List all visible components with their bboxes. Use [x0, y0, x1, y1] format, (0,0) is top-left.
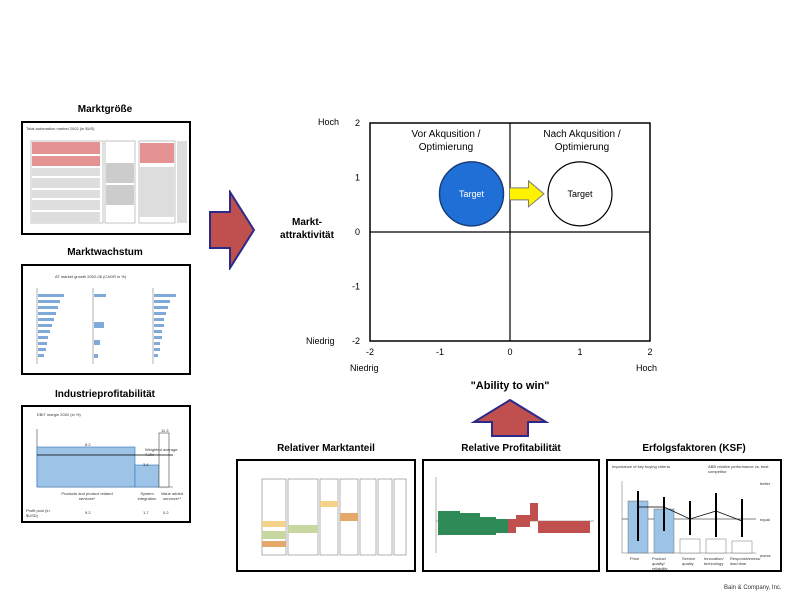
target-before-marker [438, 161, 505, 227]
target-after-label: Target [567, 189, 593, 199]
credit-line: Bain & Company, Inc. [724, 585, 782, 591]
ebit-value-services: 11.3 [161, 428, 169, 433]
y-niedrig-label: Niedrig [306, 336, 335, 346]
ebit-value-products: 8.2 [85, 442, 91, 447]
ksf-cat-quality: Product quality/ reliability [652, 556, 668, 571]
x-hoch-label: Hoch [636, 363, 658, 373]
ebit-cat-system: System integration [137, 491, 157, 501]
ksf-cat-price: Price [630, 556, 640, 561]
ksf-cat-service: Service quality [682, 556, 696, 566]
ksf-worse: worse [760, 553, 771, 558]
ebit-value-system: 3.6 [143, 462, 149, 467]
y-axis-label: Markt- attraktivität [280, 217, 334, 241]
ebit-pool-services: 0.2 [163, 510, 169, 515]
marktgroesse-title: Marktgröße [77, 104, 133, 115]
improvement-arrow [509, 179, 545, 208]
x-axis-label: "Ability to win" [470, 380, 550, 392]
ksf-left-caption: Importance of key buying criteria [612, 464, 670, 469]
x-tick-label: 1 [577, 347, 582, 357]
ebit-cat-services: Value added services** [160, 491, 184, 501]
marktwachstum-mini-chart [36, 288, 176, 364]
marktwachstum-subtitle: AT market growth 2002-06 (CAGR in %) [55, 274, 127, 279]
ebit-mini-chart [36, 429, 173, 488]
x-niedrig-label: Niedrig [350, 363, 379, 373]
marktgroesse-thumbnail: Total automation market 2002 (in $US) [21, 121, 191, 235]
target-before-label: Target [459, 189, 485, 199]
erfolgsfaktoren-thumbnail: Importance of key buying criteria ABB re… [606, 459, 782, 572]
ksf-mini-chart [621, 481, 756, 554]
profitabilitaet-mini-chart [435, 477, 594, 553]
ebit-pool-system: 1.7 [143, 510, 149, 515]
erfolgsfaktoren-title: Erfolgsfaktoren (KSF) [642, 443, 746, 454]
industrieprofitabilitaet-thumbnail: EBIT margin 2002 (in %) 8.2 3.6 11.3 Wei… [21, 405, 191, 523]
ksf-cat-responsiveness: Responsiveness/ lead time [730, 556, 761, 566]
y-tick-label: 1 [355, 173, 360, 183]
marktwachstum-title: Marktwachstum [67, 247, 143, 258]
y-tick-label: 0 [355, 227, 360, 237]
ksf-cat-innovation: Innovation/ technology [704, 556, 724, 566]
quadrant-left-title: Vor Akqusition / Optimierung [411, 129, 481, 153]
left-to-matrix-arrow [209, 190, 256, 270]
x-tick-label: 2 [647, 347, 652, 357]
ebit-cat-products: Products and product related services* [61, 491, 113, 501]
y-tick-label: -1 [352, 282, 360, 292]
relative-profitabilitaet-title: Relative Profitabilität [461, 443, 561, 454]
marktgroesse-subtitle: Total automation market 2002 (in $US) [26, 126, 95, 131]
x-tick-label: -1 [436, 347, 444, 357]
y-tick-label: 2 [355, 118, 360, 128]
x-tick-label: -2 [366, 347, 374, 357]
ebit-profit-pool-label: Profit pool (in $USD) [26, 508, 50, 518]
x-tick-label: 0 [507, 347, 512, 357]
marktanteil-mini-chart [261, 478, 407, 556]
bottom-to-matrix-arrow [470, 398, 550, 437]
ebit-subtitle: EBIT margin 2002 (in %) [37, 412, 81, 417]
ksf-better: better [760, 481, 771, 486]
marktwachstum-thumbnail: AT market growth 2002-06 (CAGR in %) [21, 264, 191, 375]
ksf-right-caption: ABB relative performance vs. best compet… [708, 464, 769, 474]
y-hoch-label: Hoch [318, 117, 340, 127]
ebit-pool-products: 9.2 [85, 510, 91, 515]
quadrant-right-title: Nach Akqusition / Optimierung [543, 129, 621, 153]
relativer-marktanteil-title: Relativer Marktanteil [277, 443, 375, 454]
industrieprofitabilitaet-title: Industrieprofitabilität [55, 389, 155, 400]
ksf-equal: equal [760, 517, 770, 522]
target-after-marker [547, 161, 613, 227]
relativer-marktanteil-thumbnail [236, 459, 416, 572]
relative-profitabilitaet-thumbnail [422, 459, 600, 572]
marktgroesse-mini-chart [30, 140, 187, 224]
ebit-legend: Weighted average: 7.2% [145, 447, 179, 457]
y-tick-label: -2 [352, 336, 360, 346]
